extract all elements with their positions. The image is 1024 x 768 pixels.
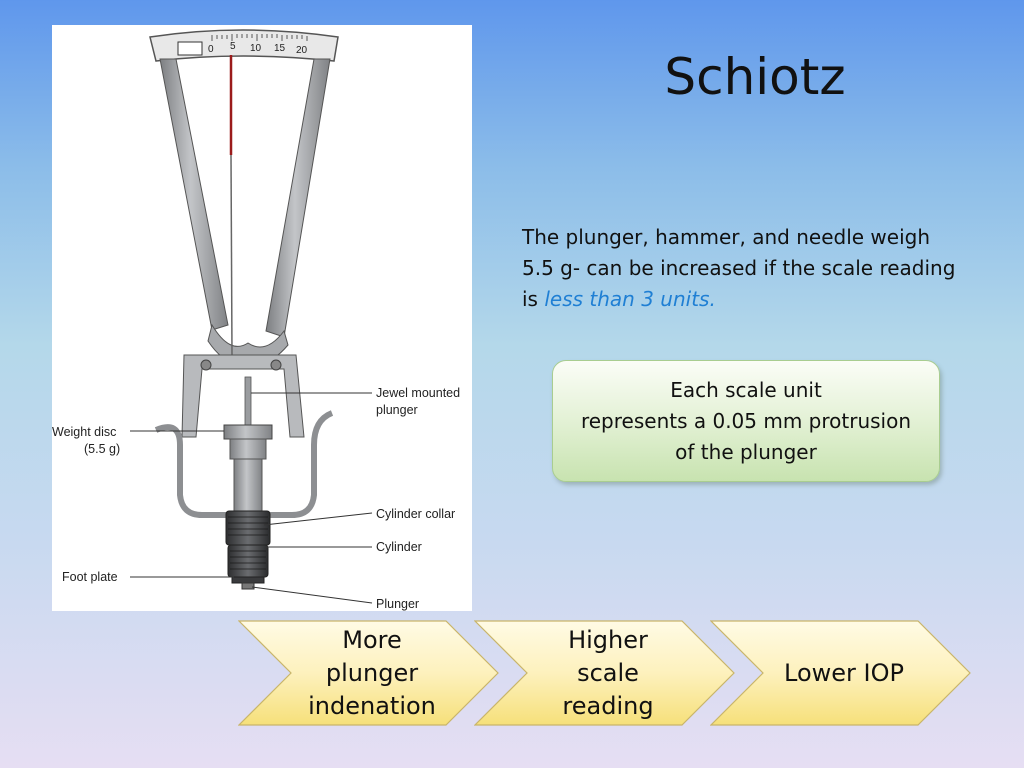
weight-hub <box>229 438 267 460</box>
callout-line-2: represents a 0.05 mm protrusion <box>580 408 912 433</box>
process-step-1-label: More plunger indenation <box>308 625 436 720</box>
needle <box>230 154 233 356</box>
scale-number-0: 0 <box>208 44 214 55</box>
process-step-3: Lower IOP <box>710 620 972 726</box>
label-cylinder-collar: Cylinder collar <box>376 507 455 521</box>
weight-disc <box>223 424 273 440</box>
chevron-shape <box>238 620 499 726</box>
scale-number-10: 10 <box>250 43 262 54</box>
callout-line-3: of the plunger <box>675 439 817 464</box>
tonometer-diagram: 0 5 10 15 20 <box>52 29 460 611</box>
process-step-2: Higher scale reading <box>474 620 736 726</box>
plunger-tip <box>241 582 255 590</box>
jewel-plunger <box>244 376 252 428</box>
knurling <box>230 550 266 570</box>
callout-text: Each scale unit represents a 0.05 mm pro… <box>581 375 911 468</box>
label-plunger: Plunger <box>376 597 419 611</box>
scale-ticks <box>211 34 308 41</box>
description-emphasis: less than 3 units. <box>544 287 716 311</box>
slide-title: Schiotz <box>664 48 846 106</box>
right-arm <box>265 58 331 338</box>
scale-unit-callout: Each scale unit represents a 0.05 mm pro… <box>552 360 940 482</box>
description-body: The plunger, hammer, and needle weigh 5.… <box>522 225 956 311</box>
left-arm <box>159 58 229 331</box>
label-foot-plate: Foot plate <box>62 570 118 584</box>
chevron-shape <box>710 620 971 726</box>
screw <box>270 359 282 371</box>
label-jewel-mounted: Jewel mounted <box>376 386 460 400</box>
knurling <box>228 516 268 536</box>
description-text: The plunger, hammer, and needle weigh 5.… <box>522 222 962 315</box>
callout-line-1: Each scale unit <box>670 377 822 402</box>
process-step-2-label: Higher scale reading <box>562 625 654 720</box>
holder-frame <box>181 354 305 438</box>
leader-lines <box>130 392 373 604</box>
scale-number-15: 15 <box>274 43 286 54</box>
process-step-3-label: Lower IOP <box>784 658 904 687</box>
screw <box>200 359 212 371</box>
foot-plate <box>231 576 265 584</box>
scale-number-20: 20 <box>296 45 308 56</box>
scale-window <box>177 41 203 56</box>
shaft <box>233 458 263 512</box>
label-cylinder: Cylinder <box>376 540 422 554</box>
label-weight-value: (5.5 g) <box>84 442 120 456</box>
label-weight-disc: Weight disc <box>52 425 116 439</box>
schiotz-tonometer-figure: 0 5 10 15 20 <box>52 25 472 611</box>
cylinder <box>227 544 269 578</box>
scale-number-5: 5 <box>230 41 236 52</box>
label-plunger-line2: plunger <box>376 403 418 417</box>
process-step-1: More plunger indenation <box>238 620 500 726</box>
chevron-shape <box>474 620 735 726</box>
cylinder-collar <box>225 510 271 546</box>
